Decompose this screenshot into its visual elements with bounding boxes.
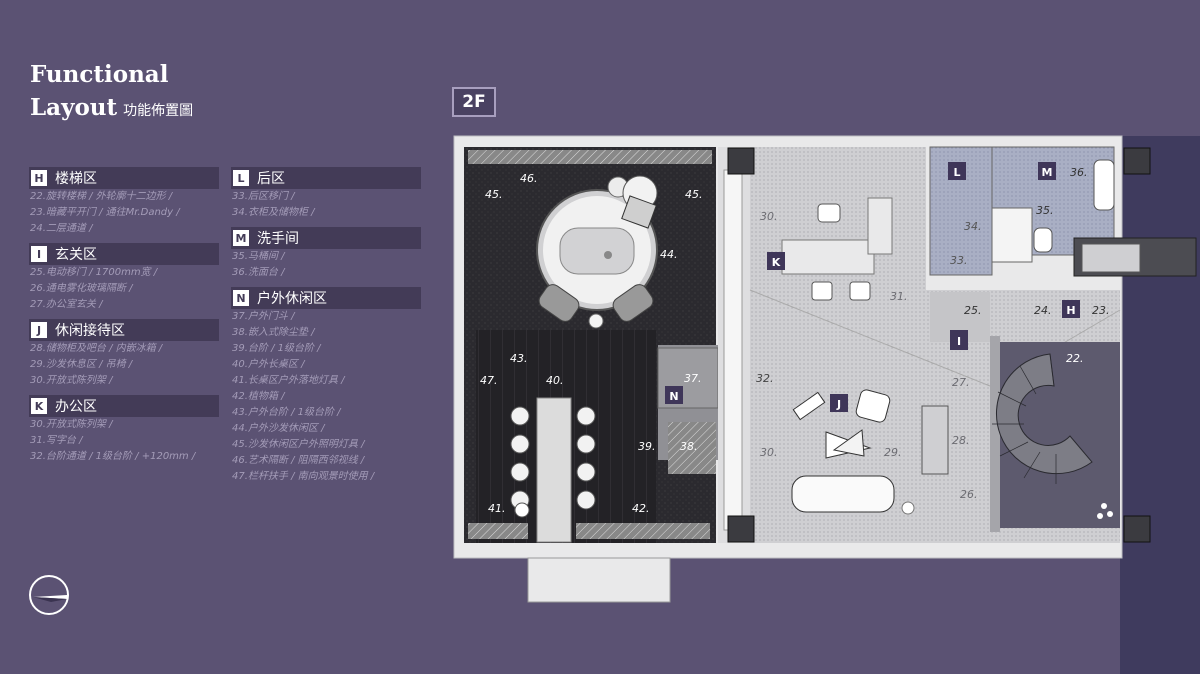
legend-item: 35.马桶间 / bbox=[232, 251, 285, 262]
legend-section-i: I 玄关区 bbox=[29, 243, 219, 265]
legend-item: 39.台阶 / 1级台阶 / bbox=[232, 343, 321, 354]
interior-numbers: 30. 30. 31. 32. 29. 28. 27. 26. 25. 24. … bbox=[756, 166, 1110, 501]
legend-item: 27.办公室玄关 / bbox=[30, 299, 103, 310]
num-45a: 45. bbox=[485, 188, 503, 201]
legend-item: 46.艺术隔断 / 阻隔西邻视线 / bbox=[232, 455, 365, 466]
legend-item: 30.开放式陈列架 / bbox=[30, 375, 113, 386]
section-letter: K bbox=[31, 398, 47, 414]
section-title: 洗手间 bbox=[257, 231, 299, 247]
section-letter: J bbox=[31, 322, 47, 338]
legend-item: 32.台阶通道 / 1级台阶 / +120mm / bbox=[30, 451, 196, 462]
num-33: 33. bbox=[950, 254, 968, 267]
num-40: 40. bbox=[546, 374, 564, 387]
legend-section-j: J 休闲接待区 bbox=[29, 319, 219, 341]
zone-tag-l: L bbox=[953, 166, 960, 179]
num-22: 22. bbox=[1066, 352, 1084, 365]
legend-section-h: H 楼梯区 bbox=[29, 167, 219, 189]
num-47: 47. bbox=[480, 374, 498, 387]
legend-section-m: M 洗手间 bbox=[231, 227, 421, 249]
section-letter: M bbox=[233, 230, 249, 246]
legend-item: 30.开放式陈列架 / bbox=[30, 419, 113, 430]
legend-item: 34.衣柜及储物柜 / bbox=[232, 207, 315, 218]
legend-section-n: N 户外休闲区 bbox=[231, 287, 421, 309]
legend-section-l: L 后区 bbox=[231, 167, 421, 189]
legend-item: 42.植物箱 / bbox=[232, 391, 285, 402]
title-line1: Functional bbox=[30, 61, 169, 88]
num-29: 29. bbox=[884, 446, 902, 459]
num-27: 27. bbox=[952, 376, 970, 389]
page-title: Functional Layout 功能佈置圖 bbox=[30, 58, 193, 128]
section-title: 楼梯区 bbox=[55, 171, 97, 187]
num-34: 34. bbox=[964, 220, 982, 233]
section-letter: L bbox=[233, 170, 249, 186]
section-title: 户外休闲区 bbox=[257, 291, 327, 307]
section-letter: H bbox=[31, 170, 47, 186]
legend-item: 38.嵌入式除尘垫 / bbox=[232, 327, 315, 338]
legend-item: 43.户外台阶 / 1级台阶 / bbox=[232, 407, 341, 418]
num-41: 41. bbox=[488, 502, 506, 515]
num-24: 24. bbox=[1034, 304, 1052, 317]
legend-item: 22.旋转楼梯 / 外轮廓十二边形 / bbox=[30, 191, 173, 202]
num-39: 39. bbox=[638, 440, 656, 453]
num-37: 37. bbox=[684, 372, 702, 385]
num-43: 43. bbox=[510, 352, 528, 365]
zone-tag-j: J bbox=[836, 398, 841, 411]
terrace-numbers: 45. 46. 45. 44. 43. 47. 40. 41. 42. 39. … bbox=[480, 172, 703, 515]
num-25: 25. bbox=[964, 304, 982, 317]
floor-plan: K J I H L M N 45. 46. 45. 44. 43. 47. 40… bbox=[453, 135, 1200, 674]
zone-tag-n: N bbox=[669, 390, 678, 403]
num-23: 23. bbox=[1092, 304, 1110, 317]
num-35: 35. bbox=[1036, 204, 1054, 217]
legend-item: 28.储物柜及吧台 / 内嵌冰箱 / bbox=[30, 343, 163, 354]
zone-tag-i: I bbox=[957, 335, 961, 348]
num-31: 31. bbox=[890, 290, 908, 303]
legend-item: 47.栏杆扶手 / 南向观景时使用 / bbox=[232, 471, 375, 482]
legend-item: 24.二层通道 / bbox=[30, 223, 93, 234]
legend-item: 44.户外沙发休闲区 / bbox=[232, 423, 325, 434]
section-title: 玄关区 bbox=[55, 247, 97, 263]
num-36: 36. bbox=[1070, 166, 1088, 179]
num-28: 28. bbox=[952, 434, 970, 447]
num-26: 26. bbox=[960, 488, 978, 501]
legend-item: 41.长桌区户外落地灯具 / bbox=[232, 375, 345, 386]
num-46: 46. bbox=[520, 172, 538, 185]
legend-item: 45.沙发休闲区户外照明灯具 / bbox=[232, 439, 365, 450]
legend-item: 29.沙发休息区 / 吊椅 / bbox=[30, 359, 133, 370]
legend-item: 40.户外长桌区 / bbox=[232, 359, 305, 370]
section-title: 办公区 bbox=[55, 399, 97, 415]
section-letter: N bbox=[233, 290, 249, 306]
zone-tag-k: K bbox=[772, 256, 781, 269]
num-42: 42. bbox=[632, 502, 650, 515]
legend-item: 26.通电雾化玻璃隔断 / bbox=[30, 283, 133, 294]
legend-item: 37.户外门斗 / bbox=[232, 311, 295, 322]
num-45b: 45. bbox=[685, 188, 703, 201]
legend-column-1: H 楼梯区 22.旋转楼梯 / 外轮廓十二边形 / 23.暗藏平开门 / 通往Mr… bbox=[29, 167, 219, 465]
zone-tag-h: H bbox=[1066, 304, 1075, 317]
north-compass-icon bbox=[29, 575, 69, 615]
legend-item: 23.暗藏平开门 / 通往Mr.Dandy / bbox=[30, 207, 180, 218]
legend-item: 36.洗面台 / bbox=[232, 267, 285, 278]
legend-item: 31.写字台 / bbox=[30, 435, 83, 446]
num-30b: 30. bbox=[760, 446, 778, 459]
section-letter: I bbox=[31, 246, 47, 262]
legend-item: 33.后区移门 / bbox=[232, 191, 295, 202]
title-cn: 功能佈置圖 bbox=[123, 103, 194, 119]
legend-item: 25.电动移门 / 1700mm宽 / bbox=[30, 267, 158, 278]
section-title: 后区 bbox=[257, 171, 285, 187]
section-title: 休闲接待区 bbox=[55, 323, 125, 339]
zone-tags: K J I H L M N bbox=[665, 162, 1080, 412]
num-38: 38. bbox=[680, 440, 698, 453]
num-30a: 30. bbox=[760, 210, 778, 223]
num-32: 32. bbox=[756, 372, 774, 385]
title-line2: Layout bbox=[30, 94, 118, 121]
legend-section-k: K 办公区 bbox=[29, 395, 219, 417]
num-44: 44. bbox=[660, 248, 678, 261]
zone-tag-m: M bbox=[1042, 166, 1053, 179]
floor-badge: 2F bbox=[452, 87, 496, 117]
